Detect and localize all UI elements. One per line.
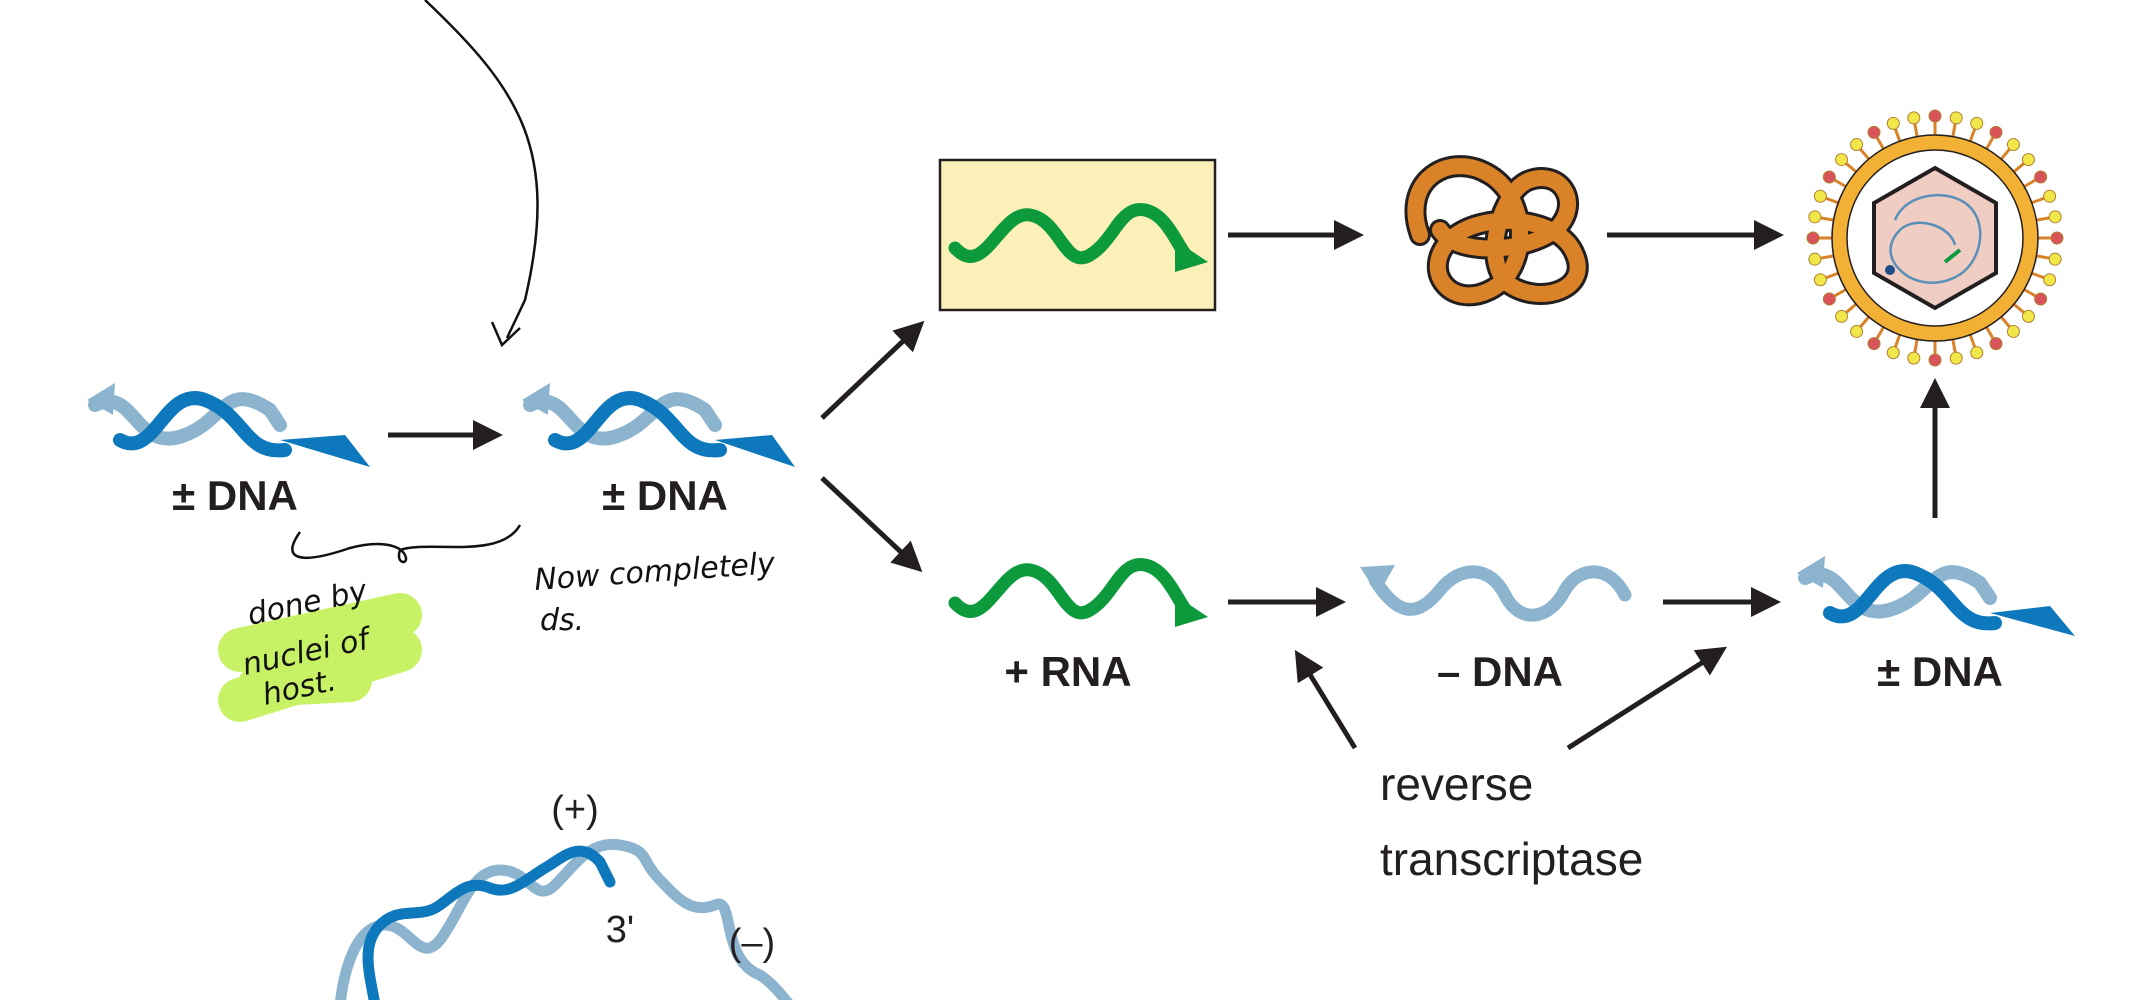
handwritten-note-right: Now completely ds.: [533, 546, 777, 638]
virus-spike-tip: [1989, 337, 2003, 351]
virus-spike-tip: [2043, 189, 2057, 203]
arrow-icon: [820, 320, 925, 420]
virus-spike-tip: [1907, 351, 1921, 365]
virus-particle-icon: [1806, 109, 2064, 367]
virus-spike-tip: [2043, 273, 2057, 287]
virus-spike-tip: [2048, 210, 2062, 224]
virus-spike-tip: [2050, 231, 2064, 245]
handdrawn-brace: [291, 524, 522, 564]
label-reverse: reverse: [1380, 758, 1533, 810]
rna-wave-icon: [948, 558, 1208, 627]
inset-three-prime-label: 3': [606, 909, 634, 951]
virus-spike-tip: [1886, 116, 1900, 130]
folded-protein-icon: [1404, 155, 1589, 307]
inset-minus-label: (–): [729, 922, 775, 964]
rna-wave-icon: [948, 203, 1208, 272]
inset-plus-label: (+): [551, 789, 599, 831]
virus-spike-tip: [1813, 273, 1827, 287]
virus-spike-tip: [1850, 324, 1864, 338]
virus-spike-tip: [1989, 125, 2003, 139]
label-minus-dna: – DNA: [1437, 648, 1563, 695]
virus-spike-tip: [1808, 252, 1822, 266]
arrow-icon: [820, 476, 923, 573]
virus-spike-tip: [2034, 292, 2048, 306]
virus-spike-tip: [1835, 153, 1849, 167]
arrow-icon: [1566, 646, 1728, 751]
virus-spike-tip: [1822, 292, 1836, 306]
virus-spike-tip: [1928, 353, 1942, 367]
virus-spike-tip: [1806, 231, 1820, 245]
virus-spike-tip: [2006, 138, 2020, 152]
virus-spike-tip: [1928, 109, 1942, 123]
label-plus-rna: + RNA: [1004, 648, 1131, 695]
virus-spike-tip: [1886, 346, 1900, 360]
ds-dna-helix-icon: [522, 383, 795, 467]
arrow-icon: [1294, 649, 1358, 750]
svg-text:Now completely: Now completely: [533, 546, 777, 598]
virus-spike-tip: [1949, 111, 1963, 125]
virus-spike-tip: [1970, 116, 1984, 130]
single-strand-dna-icon: [1360, 565, 1632, 622]
partial-dsdna-inset: (+) 3' (–): [335, 789, 793, 1000]
label-ds-dna-1: ± DNA: [172, 472, 298, 519]
virus-spike-tip: [2006, 324, 2020, 338]
virus-spike-tip: [1867, 125, 1881, 139]
virus-spike-tip: [1835, 309, 1849, 323]
label-ds-dna-3: ± DNA: [1877, 648, 2003, 695]
svg-text:ds.: ds.: [540, 603, 584, 638]
ds-dna-helix-icon: [1797, 556, 2075, 636]
virus-spike-tip: [2021, 153, 2035, 167]
virus-spike-tip: [1813, 189, 1827, 203]
virus-spike-tip: [1907, 111, 1921, 125]
ds-dna-helix-icon: [87, 383, 370, 467]
virus-spike-tip: [1822, 170, 1836, 184]
virus-spike-tip: [2021, 309, 2035, 323]
virus-spike-tip: [1970, 346, 1984, 360]
virus-spike-tip: [1867, 337, 1881, 351]
handdrawn-top-arrow: [424, 0, 539, 348]
label-ds-dna-2: ± DNA: [602, 472, 728, 519]
label-transcriptase: transcriptase: [1380, 833, 1643, 885]
virus-spike-tip: [1808, 210, 1822, 224]
virus-spike-tip: [1949, 351, 1963, 365]
virus-spike-tip: [2048, 252, 2062, 266]
handwritten-note-left: done by nuclei of host.: [218, 573, 422, 722]
virus-spike-tip: [2034, 170, 2048, 184]
virus-spike-tip: [1850, 138, 1864, 152]
